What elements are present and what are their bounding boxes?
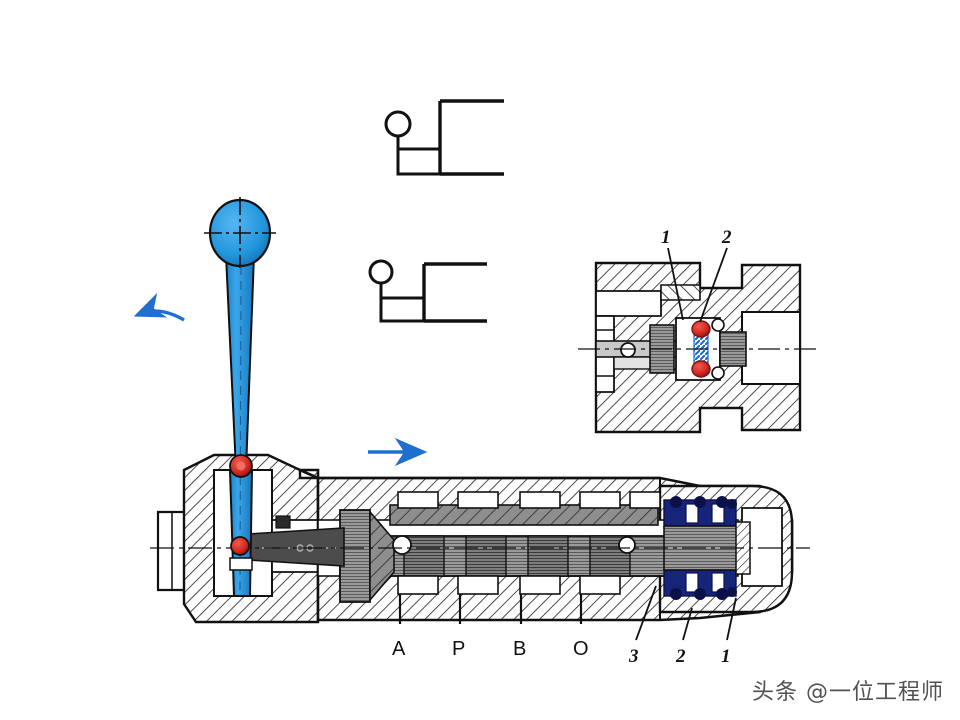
spool-detail-pin-right	[618, 536, 636, 554]
main-leader-3	[635, 585, 657, 641]
main-leader-2	[682, 607, 693, 641]
watermark: 头条 @一位工程师	[752, 680, 944, 705]
main-callout-3: 3	[628, 646, 639, 667]
upper-port-pockets	[397, 491, 661, 509]
hand-lever[interactable]	[204, 197, 276, 597]
lower-port-pockets	[397, 575, 621, 595]
port-label-P: P	[452, 638, 465, 660]
port-drillings	[398, 594, 583, 624]
detail-callout-2: 2	[721, 227, 732, 248]
detent-ball-lower	[691, 360, 711, 378]
spool-detail-pin-left	[392, 535, 412, 555]
detail-leader-1	[667, 247, 684, 321]
seal-pack-right	[663, 496, 737, 600]
port-label-O: O	[573, 638, 589, 660]
main-callout-2: 2	[675, 646, 686, 667]
valve-position-symbol-upper	[384, 99, 504, 176]
port-label-A: A	[392, 638, 406, 660]
main-callout-1: 1	[721, 646, 731, 667]
valve-assembly-cutaway	[150, 197, 810, 624]
port-label-B: B	[513, 638, 526, 660]
lever-swing-arrow	[133, 292, 185, 322]
detail-leader-2	[699, 247, 728, 323]
valve-position-symbol-lower	[368, 259, 487, 323]
detent-ball-upper	[691, 320, 711, 338]
lever-rod-pin	[230, 536, 250, 556]
detent-mechanism-detail	[578, 247, 818, 434]
detail-callout-1: 1	[661, 227, 671, 248]
main-leader-1	[726, 597, 737, 641]
push-rod	[247, 527, 345, 567]
